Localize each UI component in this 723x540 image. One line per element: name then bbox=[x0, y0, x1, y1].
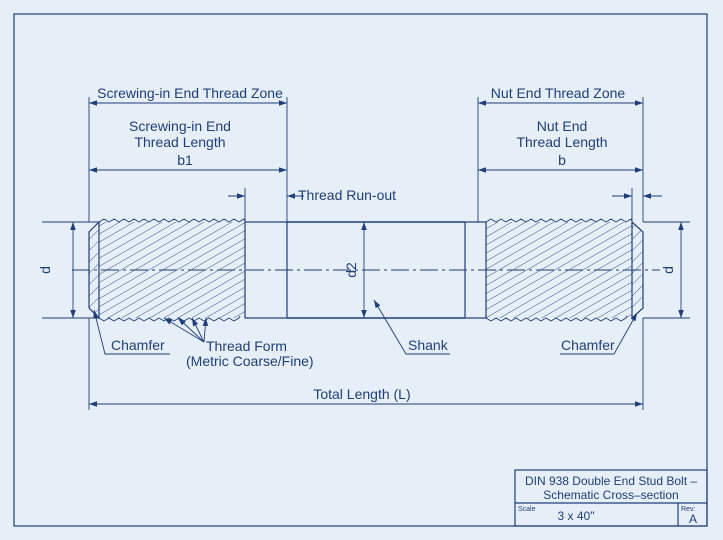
title-block: DIN 938 Double End Stud Bolt – Schematic… bbox=[514, 469, 708, 527]
scale-value: 3 x 40" bbox=[558, 509, 595, 523]
thread-form-label-1: Thread Form bbox=[206, 338, 287, 354]
d-left-label: d bbox=[37, 266, 53, 274]
screwing-zone-label: Screwing-in End Thread Zone bbox=[97, 85, 283, 101]
runout-dimension: Thread Run-out bbox=[228, 187, 396, 222]
left-d-dimension: d bbox=[37, 221, 99, 319]
title-line-2: Schematic Cross–section bbox=[543, 488, 678, 502]
nut-zone-dimension: Nut End Thread Zone bbox=[477, 85, 644, 222]
sheet-border bbox=[13, 13, 708, 527]
screwing-length-label-1: Screwing-in End bbox=[129, 118, 231, 134]
total-length-label: Total Length (L) bbox=[313, 386, 410, 402]
stud-bolt bbox=[72, 218, 660, 322]
b-label: b bbox=[558, 152, 566, 168]
chamfer-right-label: Chamfer bbox=[561, 337, 615, 353]
total-length-dimension: Total Length (L) bbox=[88, 318, 644, 410]
chamfer-left-label: Chamfer bbox=[111, 337, 165, 353]
shank-label: Shank bbox=[408, 337, 449, 353]
d2-label: d2 bbox=[343, 262, 359, 278]
chamfer-right-callout: Chamfer bbox=[560, 312, 638, 355]
chamfer-left-callout: Chamfer bbox=[93, 309, 170, 355]
thread-form-label-2: (Metric Coarse/Fine) bbox=[186, 353, 314, 369]
nut-length-label-2: Thread Length bbox=[516, 134, 607, 150]
nut-chamfer-dimension bbox=[612, 188, 662, 222]
scale-label: Scale bbox=[518, 506, 536, 513]
shank-callout: Shank bbox=[373, 299, 450, 355]
screwing-zone-dimension: Screwing-in End Thread Zone bbox=[88, 85, 288, 222]
nut-length-label-1: Nut End bbox=[537, 118, 588, 134]
d-right-label: d bbox=[660, 266, 676, 274]
b-dimension: Nut End Thread Length b bbox=[478, 118, 643, 173]
rev-label: Rev: bbox=[681, 506, 695, 513]
screwing-length-label-2: Thread Length bbox=[134, 134, 225, 150]
nut-zone-label: Nut End Thread Zone bbox=[491, 85, 626, 101]
d2-dimension: d2 bbox=[343, 222, 367, 318]
title-line-1: DIN 938 Double End Stud Bolt – bbox=[525, 474, 697, 488]
thread-form-callout: Thread Form (Metric Coarse/Fine) bbox=[163, 317, 314, 369]
b1-dimension: Screwing-in End Thread Length b1 bbox=[89, 118, 287, 173]
runout-label: Thread Run-out bbox=[298, 187, 396, 203]
right-d-dimension: d bbox=[643, 221, 690, 319]
b1-label: b1 bbox=[177, 152, 193, 168]
rev-value: A bbox=[689, 512, 697, 526]
